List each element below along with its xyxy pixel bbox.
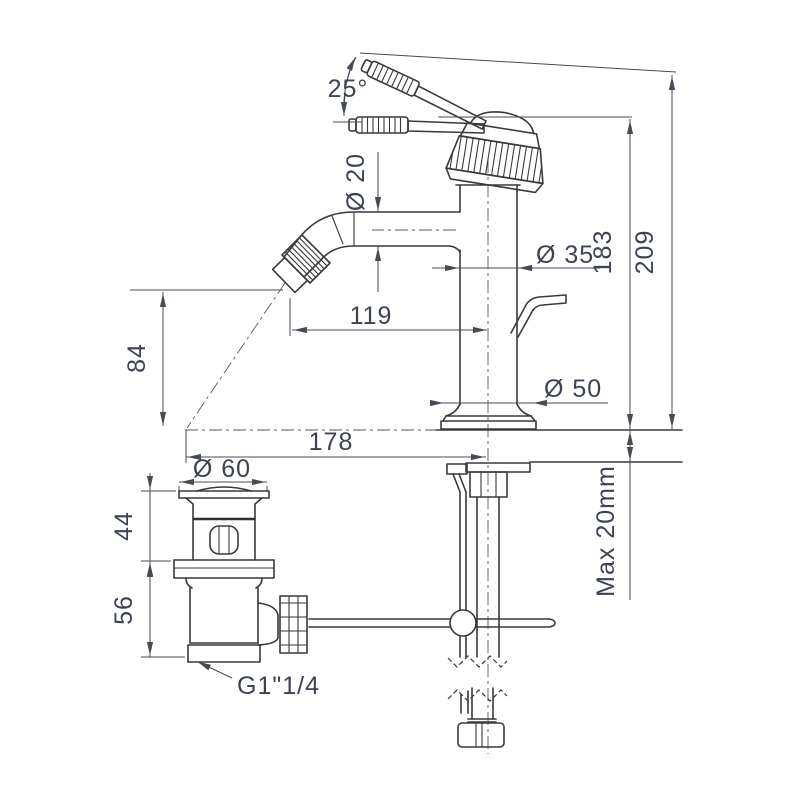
dim-deck-thickness-label: Max 20mm — [592, 465, 620, 597]
under-counter-hardware — [308, 462, 556, 748]
dim-waste-thread: G1"1/4 — [197, 661, 320, 700]
dim-waste-cap-diameter: Ø 60 — [178, 455, 268, 491]
dim-spout-outlet-height-label: 84 — [123, 343, 151, 373]
dim-height-closed-label: 183 — [589, 230, 617, 275]
mounting-nut — [469, 471, 508, 498]
handle-lever-down — [348, 116, 485, 134]
supply-hose — [457, 687, 505, 748]
linkage-rod — [308, 618, 556, 628]
dim-deck-thickness: Max 20mm — [592, 430, 634, 600]
waste-side-nut — [257, 595, 308, 654]
dim-spout-outlet-height: 84 — [123, 289, 283, 426]
waste-flange — [178, 486, 270, 505]
dim-waste-upper-height-label: 44 — [110, 511, 138, 541]
dim-waste-upper-height: 44 — [110, 473, 176, 580]
dim-total-reach: 178 — [185, 428, 486, 463]
dimension-annotations: 25° 209 183 Max 20mm — [110, 52, 677, 700]
dim-height-open-label: 209 — [631, 230, 659, 275]
faucet-body — [440, 184, 537, 430]
threaded-shank — [476, 496, 500, 658]
dim-total-reach-label: 178 — [309, 428, 354, 456]
hose-nut — [457, 722, 505, 748]
spout — [271, 211, 461, 294]
pop-up-waste — [173, 486, 308, 663]
pull-rod — [452, 473, 467, 658]
waste-collar — [173, 559, 275, 579]
dim-base-diameter: Ø 50 — [430, 375, 608, 407]
waste-bottom-cap — [187, 642, 261, 663]
handle-lever-raised — [360, 59, 487, 130]
dim-waste-body-height: 56 — [110, 562, 185, 658]
overflow-slot — [209, 525, 239, 555]
dim-handle-angle-label: 25° — [328, 75, 369, 103]
dim-height-open: 209 — [631, 75, 676, 430]
center-lines — [186, 160, 489, 754]
dim-waste-cap-diameter-label: Ø 60 — [193, 455, 251, 483]
countertop — [185, 429, 683, 463]
dim-handle-angle: 25° — [328, 52, 677, 123]
dim-waste-body-height-label: 56 — [110, 595, 138, 625]
ball-joint — [449, 609, 477, 637]
base-flange — [440, 403, 537, 430]
dim-body-diameter-label: Ø 35 — [536, 241, 594, 269]
dim-body-diameter: Ø 35 — [432, 241, 600, 272]
dim-spout-reach-label: 119 — [350, 302, 393, 330]
pull-rod-bracket — [446, 463, 468, 475]
aerator — [271, 234, 331, 294]
dim-spout-diameter-label: Ø 20 — [342, 153, 370, 211]
dim-waste-thread-label: G1"1/4 — [237, 672, 320, 700]
dim-height-closed: 183 — [438, 116, 634, 430]
drain-lever — [510, 294, 567, 338]
dim-spout-diameter: Ø 20 — [342, 152, 382, 292]
knurling — [449, 134, 545, 184]
dim-base-diameter-label: Ø 50 — [544, 375, 602, 403]
dim-spout-reach: 119 — [289, 298, 487, 336]
cartridge-collar — [445, 111, 545, 194]
break-lines — [447, 655, 508, 702]
